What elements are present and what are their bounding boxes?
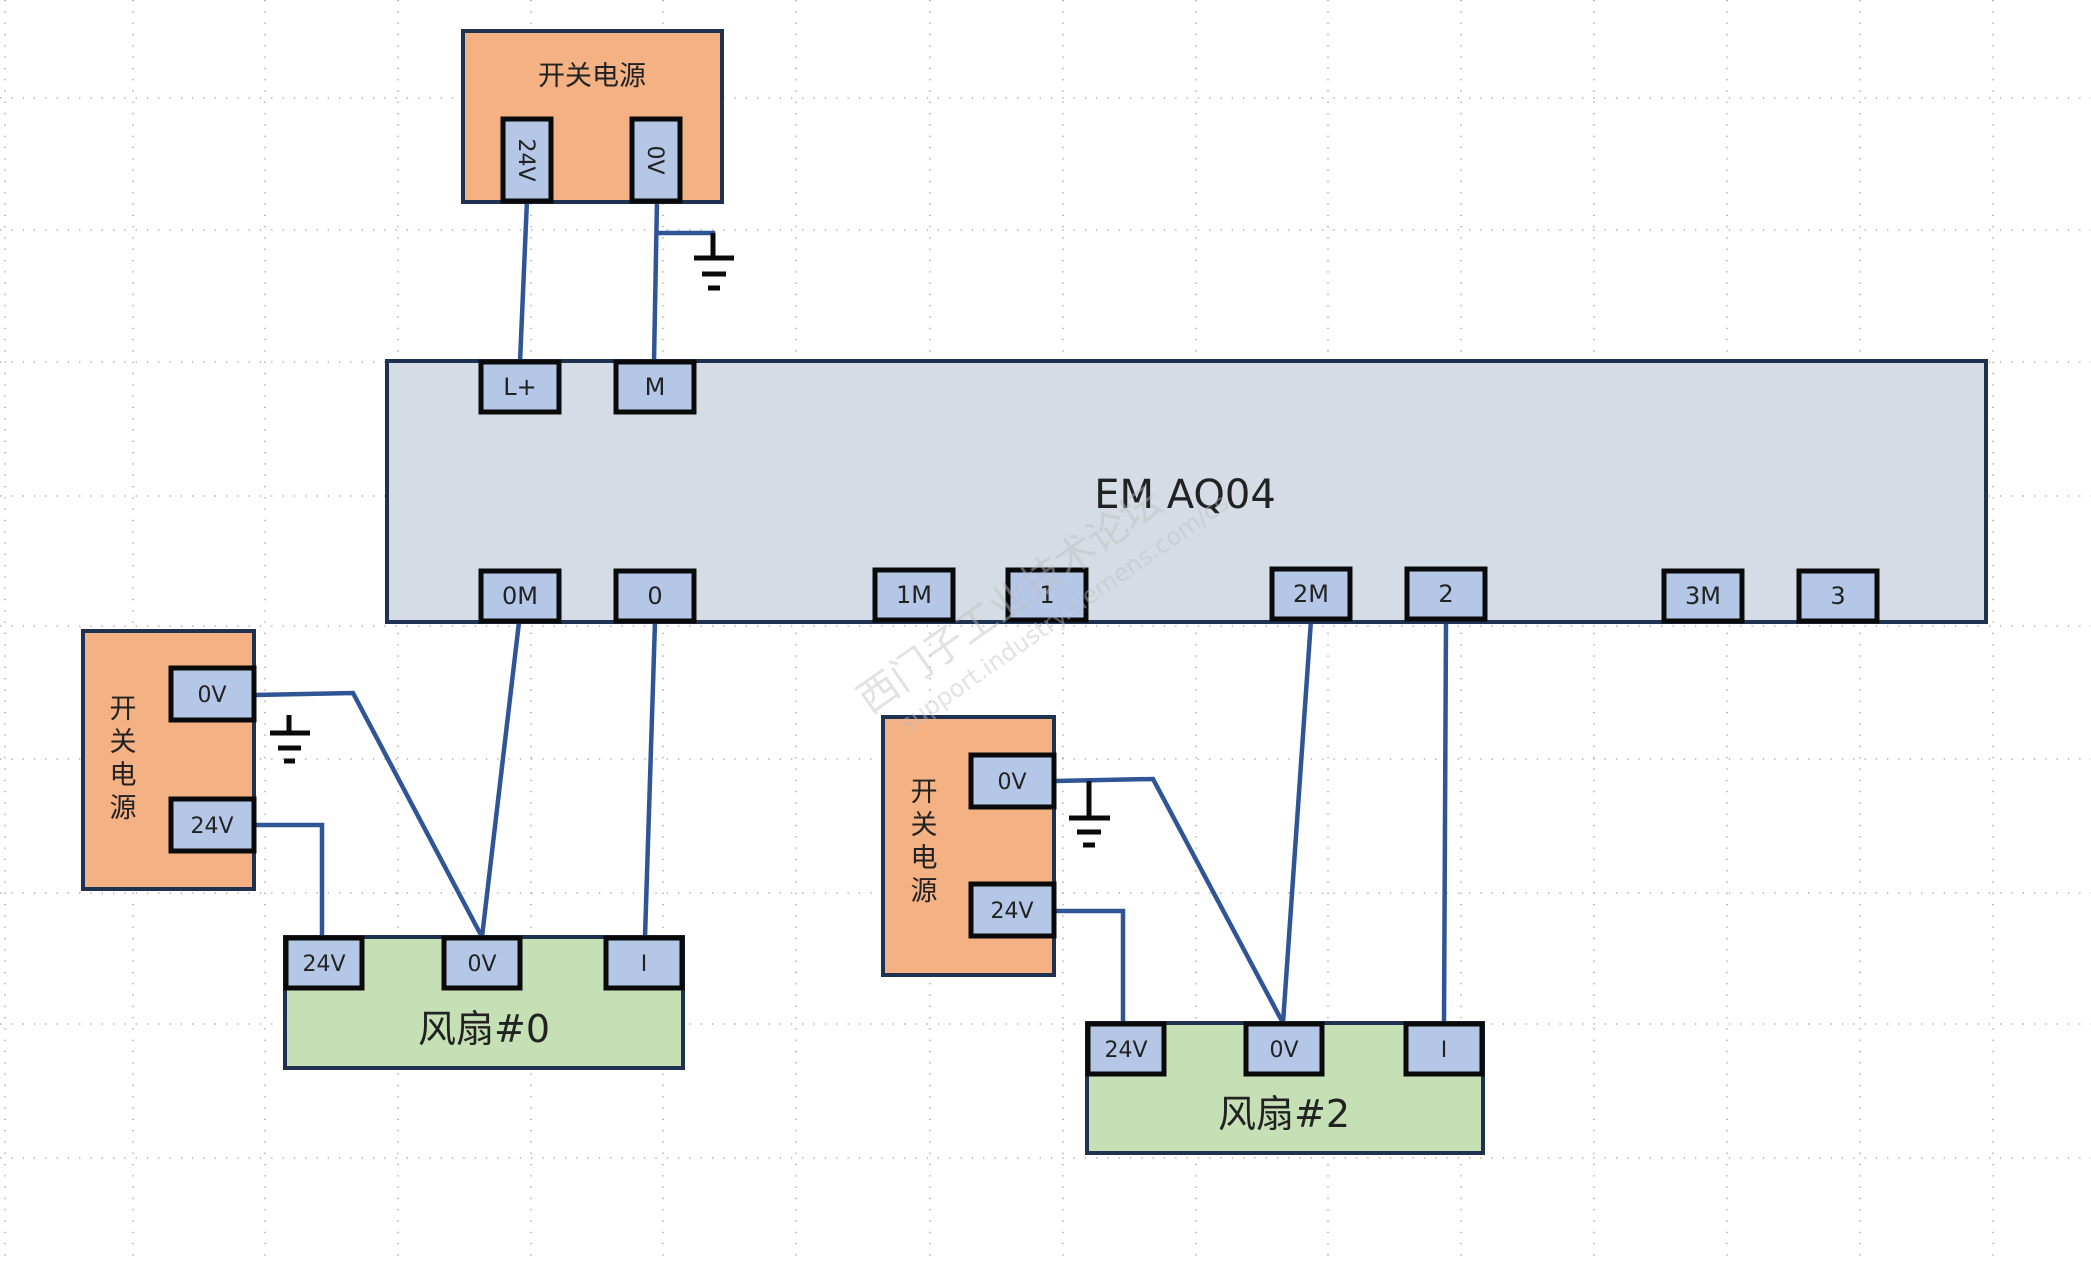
psu-top-terminal-0v[interactable]: 0V — [629, 116, 683, 204]
fan-0-label: 风扇#0 — [418, 1007, 550, 1051]
module-terminal-lplus[interactable]: L+ — [478, 359, 562, 415]
psu_left-label-char: 电 — [110, 760, 137, 791]
wire-2m-to-fan2-0v — [1280, 619, 1314, 1024]
psu-left-terminal-24v[interactable]: 24V — [168, 796, 257, 854]
module-terminal-1m[interactable]: 1M — [872, 567, 956, 623]
fan-2-terminal-24v[interactable]: 24V — [1085, 1021, 1167, 1077]
fan-0-terminal-24v-label: 24V — [302, 952, 345, 977]
fan-2-terminal-i-label: I — [1441, 1038, 1448, 1063]
psu-mid-terminal-24v-label: 24V — [990, 899, 1033, 924]
psu-left-terminal-0v-label: 0V — [197, 683, 226, 708]
module-terminal-1[interactable]: 1 — [1005, 567, 1089, 623]
module-terminal-0[interactable]: 0 — [613, 568, 697, 624]
wire-left-psu-24v-to-fan0-24v — [255, 822, 325, 937]
fan-2-terminal-24v-label: 24V — [1104, 1038, 1147, 1063]
psu_left-label-char: 源 — [110, 793, 137, 824]
psu-left-terminal-24v-label: 24V — [190, 814, 233, 839]
psu-top-terminal-24v[interactable]: 24V — [500, 116, 554, 204]
module-terminal-lplus-label: L+ — [503, 373, 536, 401]
psu_mid-label-char: 电 — [911, 843, 938, 874]
module-terminal-1-label: 1 — [1039, 581, 1054, 609]
psu_mid-label-char: 关 — [911, 810, 938, 841]
psu_left-label: 开关电源 — [110, 694, 137, 824]
wire-mid-psu-0v-to-fan2-0v — [1054, 776, 1285, 1025]
module-terminal-0m[interactable]: 0M — [478, 568, 562, 624]
module-terminal-2[interactable]: 2 — [1404, 566, 1488, 622]
wire-0m-to-fan0-0v — [479, 621, 522, 938]
module-terminal-3-label: 3 — [1830, 582, 1845, 610]
fan-2-label: 风扇#2 — [1218, 1092, 1350, 1136]
psu-top: 开关电源 24V 0V — [461, 29, 724, 204]
module-terminal-1m-label: 1M — [896, 581, 932, 609]
module-terminal-m-label: M — [645, 373, 666, 401]
ground-symbol-top — [694, 233, 734, 291]
wire-top-psu-0v-to-ground — [657, 230, 716, 245]
psu-top-terminal-24v-label: 24V — [513, 138, 538, 181]
fan-2: 风扇#2 24V 0V I — [1085, 1021, 1485, 1155]
module-terminal-0-label: 0 — [647, 582, 662, 610]
module-terminal-3m[interactable]: 3M — [1661, 568, 1745, 624]
module-terminal-m[interactable]: M — [613, 359, 697, 415]
psu-left: 开关电源 0V 24V — [81, 629, 257, 891]
psu-top-label: 开关电源 — [538, 61, 646, 92]
wire-out2-to-fan2-i — [1441, 619, 1449, 1024]
fan-0-terminal-24v[interactable]: 24V — [283, 935, 365, 991]
psu-mid-terminal-24v[interactable]: 24V — [968, 881, 1057, 939]
module-terminal-2m-label: 2M — [1293, 580, 1329, 608]
wire-mid-psu-24v-to-fan2-24v — [1055, 908, 1126, 1023]
module-terminal-3m-label: 3M — [1685, 582, 1721, 610]
em-aq04-module: EM AQ04 L+ M 0M 0 1M 1 2M 2 3M 3 — [385, 359, 1988, 624]
module-terminal-2m[interactable]: 2M — [1269, 566, 1353, 622]
ground-symbol-left — [270, 715, 310, 764]
wire-top-psu-0v-to-m — [651, 199, 660, 363]
fan-0: 风扇#0 24V 0V I — [283, 935, 685, 1070]
psu_left-label-char: 关 — [110, 727, 137, 758]
psu-mid: 开关电源 0V 24V — [881, 715, 1057, 977]
fan-2-terminal-i[interactable]: I — [1403, 1021, 1485, 1077]
psu-top-terminal-0v-label: 0V — [642, 145, 667, 174]
wire-out0-to-fan0-i — [642, 621, 658, 938]
fan-0-terminal-i-label: I — [641, 952, 648, 977]
fan-0-terminal-0v-label: 0V — [467, 952, 496, 977]
psu_mid-label-char: 源 — [911, 876, 938, 907]
wires — [254, 199, 1449, 1025]
psu-left-terminal-0v[interactable]: 0V — [168, 665, 257, 723]
wire-left-psu-0v-to-fan0-0v — [254, 690, 484, 939]
fan-2-terminal-0v-label: 0V — [1269, 1038, 1298, 1063]
module-terminal-0m-label: 0M — [502, 582, 538, 610]
fan-0-terminal-i[interactable]: I — [603, 935, 685, 991]
module-label: EM AQ04 — [1094, 472, 1276, 518]
psu-mid-terminal-0v[interactable]: 0V — [968, 752, 1057, 810]
module-terminal-3[interactable]: 3 — [1796, 568, 1880, 624]
fan-0-terminal-0v[interactable]: 0V — [441, 935, 523, 991]
module-terminal-2-label: 2 — [1438, 580, 1453, 608]
psu_mid-label: 开关电源 — [911, 777, 938, 907]
wire-top-psu-24v-to-lplus — [517, 199, 530, 363]
psu-mid-terminal-0v-label: 0V — [997, 770, 1026, 795]
psu_mid-label-char: 开 — [911, 777, 938, 808]
ground-symbol-mid — [1069, 781, 1110, 848]
fan-2-terminal-0v[interactable]: 0V — [1243, 1021, 1325, 1077]
psu_left-label-char: 开 — [110, 694, 137, 725]
